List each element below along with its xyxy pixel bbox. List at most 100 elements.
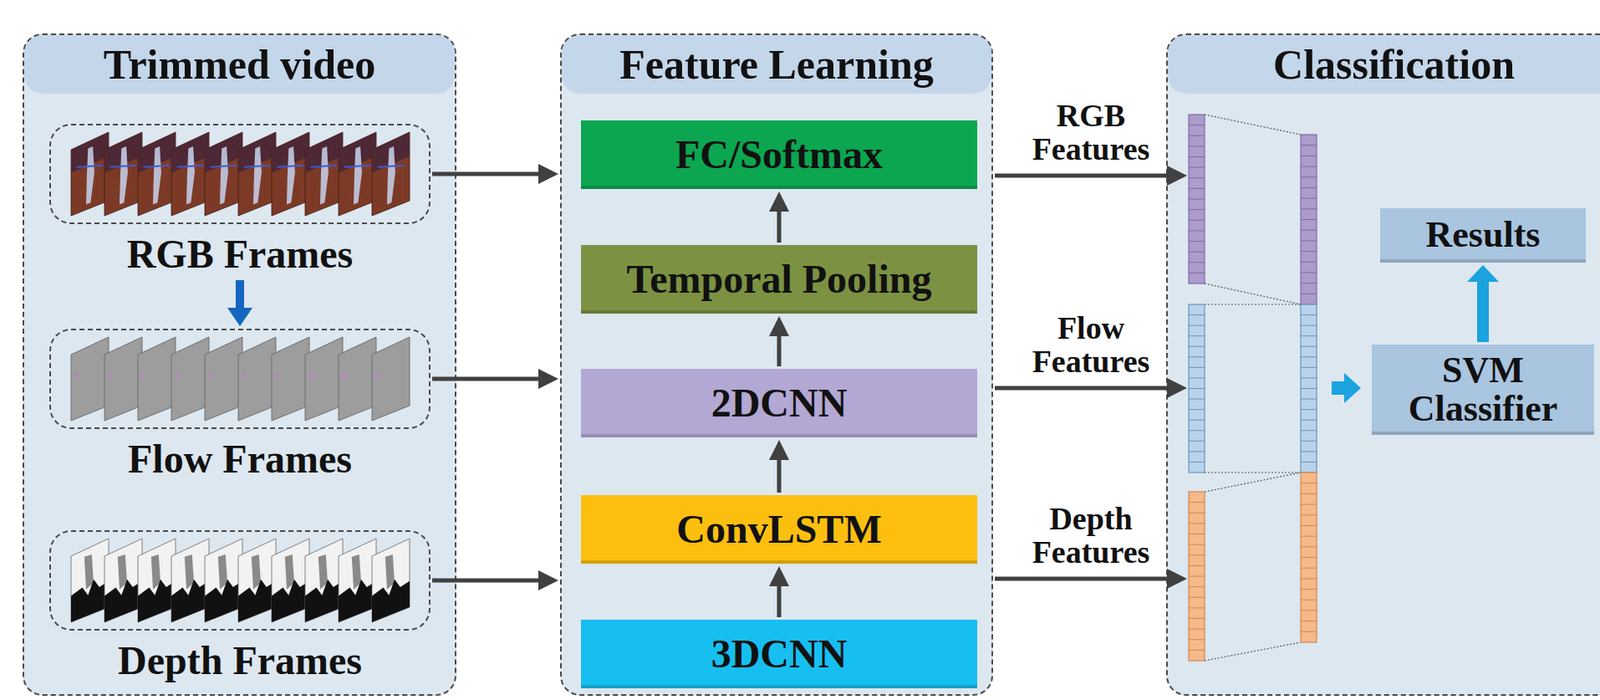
vector-cell xyxy=(1300,440,1317,442)
vector-cell xyxy=(1188,461,1205,463)
vector-cell xyxy=(1300,155,1317,157)
vector-cell xyxy=(1188,617,1205,619)
video-frame xyxy=(238,538,276,622)
video-frame xyxy=(338,538,377,622)
frame-figure xyxy=(285,554,295,590)
frame-image xyxy=(137,336,176,421)
frame-shade xyxy=(104,132,143,174)
video-frame xyxy=(104,336,143,421)
frame-label: RGB Frames xyxy=(50,231,429,277)
box-label: 2DCNN xyxy=(704,379,855,426)
frame-image xyxy=(104,132,143,216)
vector-cell xyxy=(1188,219,1205,221)
video-frame xyxy=(271,336,310,421)
vector-cell xyxy=(1188,366,1205,368)
box-label: Temporal Pooling xyxy=(620,255,939,302)
vector-cell xyxy=(1188,419,1205,421)
frame-shade xyxy=(271,132,310,174)
frame-depth xyxy=(371,579,410,622)
vector-cell xyxy=(1300,198,1317,199)
stage-panel: ClassificationResultsSVM Classifier xyxy=(1166,33,1600,696)
vector-cell xyxy=(1300,514,1317,515)
frame-image xyxy=(71,336,109,421)
vector-cell xyxy=(1300,429,1317,431)
panel-title: Feature Learning xyxy=(561,35,992,94)
edge-label-holder: Depth Features xyxy=(1019,501,1163,569)
vector-cell xyxy=(1188,356,1205,357)
frame-depth xyxy=(104,579,143,622)
vector-cell xyxy=(1300,535,1317,537)
vector-cell xyxy=(1188,450,1205,452)
vector-cell xyxy=(1188,156,1205,158)
vector-cell xyxy=(1188,377,1205,378)
frame-streak xyxy=(244,165,271,168)
frame-streak xyxy=(177,165,204,168)
flow-arrow xyxy=(432,578,539,583)
frame-image xyxy=(271,538,310,622)
dotted-guide xyxy=(1204,114,1301,135)
vector-cell xyxy=(1188,585,1205,587)
frame-image xyxy=(371,336,410,421)
frame-group: Flow Frames xyxy=(49,328,431,429)
panel-title: Classification xyxy=(1167,35,1600,94)
frame-image xyxy=(238,132,276,216)
video-frame xyxy=(137,132,176,216)
frame-figure xyxy=(353,146,362,205)
vector-cell xyxy=(1188,198,1205,200)
dotted-guide xyxy=(1204,283,1301,305)
dotted-guide xyxy=(1204,642,1301,661)
frame-image xyxy=(104,336,143,421)
vector-cell xyxy=(1300,293,1317,295)
frame-streak xyxy=(143,165,171,168)
frame-image xyxy=(204,132,243,216)
vector-bar xyxy=(1188,304,1205,473)
frame-dot xyxy=(342,372,347,377)
frame-depth xyxy=(204,579,243,622)
vector-cell xyxy=(1300,176,1317,178)
video-frame xyxy=(371,538,410,622)
frame-image xyxy=(338,132,377,216)
frame-strip xyxy=(71,538,410,622)
video-frame xyxy=(305,132,343,216)
vector-cell xyxy=(1300,166,1317,168)
frame-figure xyxy=(286,146,296,205)
vector-cell xyxy=(1300,261,1317,263)
vector-cell xyxy=(1300,609,1317,611)
frame-figure xyxy=(119,146,128,205)
flow-arrow xyxy=(777,211,782,243)
dotted-guide xyxy=(1204,471,1301,473)
dotted-guide xyxy=(1204,472,1301,492)
vector-cell xyxy=(1188,229,1205,231)
video-frame xyxy=(204,538,243,622)
vector-cell xyxy=(1188,501,1205,503)
layer-box: 3DCNN xyxy=(580,619,978,688)
vector-cell xyxy=(1188,398,1205,400)
frame-figure xyxy=(151,554,161,590)
frame-depth xyxy=(171,579,209,622)
vector-cell xyxy=(1300,567,1317,569)
frame-image xyxy=(204,538,243,622)
frame-dot xyxy=(75,372,79,377)
flow-arrow xyxy=(432,172,539,177)
frame-label: Depth Frames xyxy=(50,637,429,683)
video-frame xyxy=(305,538,343,622)
frame-dot xyxy=(108,372,113,377)
frame-image xyxy=(271,336,310,421)
vector-cell xyxy=(1300,229,1317,231)
vector-cell xyxy=(1188,533,1205,535)
frame-image xyxy=(371,132,410,216)
video-frame xyxy=(104,132,143,216)
frame-dot xyxy=(142,372,146,377)
dotted-guide xyxy=(1204,303,1301,305)
vector-cell xyxy=(1188,512,1205,514)
frame-streak xyxy=(76,165,104,168)
frame-dot xyxy=(309,372,313,377)
frame-streak xyxy=(277,165,305,168)
vector-cell xyxy=(1188,145,1205,147)
video-frame xyxy=(171,132,209,216)
vector-cell xyxy=(1300,239,1317,241)
video-frame xyxy=(238,132,276,216)
frame-image xyxy=(371,538,410,622)
flow-arrow xyxy=(235,280,245,308)
